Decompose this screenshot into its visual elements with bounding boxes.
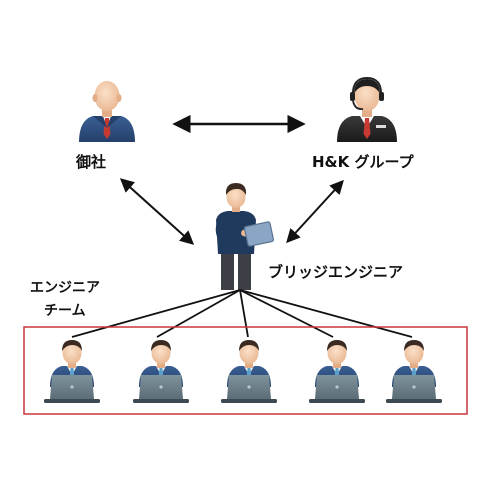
- arrow-hk-bridge: [286, 179, 344, 244]
- arrow-client-bridge: [119, 178, 195, 245]
- bridge-engineer-with-tablet-icon: [215, 183, 275, 290]
- hk-group-label: H&K グループ: [312, 153, 414, 171]
- team-member-engineer-icon: [221, 340, 277, 403]
- engineer-team-label: エンジニア チーム: [30, 277, 100, 323]
- engineer-team-label-line1: エンジニア: [30, 280, 100, 296]
- client-businessman-icon: [79, 81, 135, 142]
- team-connection-lines: [71, 289, 413, 338]
- team-members: [44, 340, 442, 403]
- team-member-engineer-icon: [386, 340, 442, 403]
- team-member-engineer-icon: [309, 340, 365, 403]
- client-label: 御社: [76, 153, 107, 171]
- team-member-engineer-icon: [44, 340, 100, 403]
- team-member-engineer-icon: [133, 340, 189, 403]
- engineer-team-box: [23, 326, 468, 415]
- hk-group-support-operator-icon: [337, 76, 397, 142]
- engineer-team-label-line2: チーム: [44, 303, 86, 319]
- bridge-engineer-label: ブリッジエンジニア: [268, 263, 404, 281]
